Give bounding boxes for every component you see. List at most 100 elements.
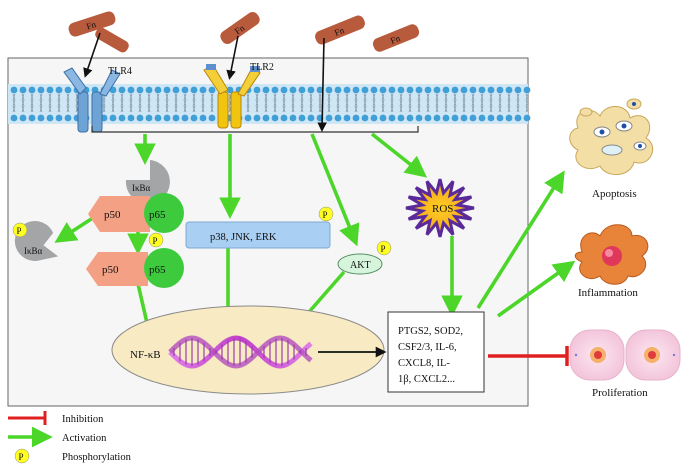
lipid-head (163, 114, 171, 122)
lipid-tail (372, 93, 376, 113)
lipid-tail (318, 93, 322, 113)
lipid-head (46, 114, 54, 122)
lipid-head (370, 86, 378, 94)
lipid-tail (381, 93, 385, 113)
lipid-head (406, 114, 414, 122)
lipid-head (514, 114, 522, 122)
ikba-bound-icon (125, 160, 170, 204)
lipid-head (433, 86, 441, 94)
lipid-tail (138, 93, 142, 113)
ikba-bound-label: IκBα (132, 183, 151, 193)
lipid-tail (12, 93, 16, 113)
lipid-tail (426, 93, 430, 113)
lipid-tail (525, 93, 529, 113)
lipid-tail (273, 93, 277, 113)
lipid-head (55, 86, 63, 94)
lipid-head (208, 114, 216, 122)
legend: Inhibition Activation P Phosphorylation (8, 411, 132, 464)
lipid-head (487, 86, 495, 94)
lipid-head (154, 114, 162, 122)
lipid-head (10, 114, 18, 122)
lipid-head (118, 114, 126, 122)
lipid-head (307, 86, 315, 94)
lipid-tail (327, 93, 331, 113)
lipid-head (199, 86, 207, 94)
lipid-tail (174, 93, 178, 113)
apoptotic-cell-icon (569, 98, 654, 175)
lipid-tail (102, 93, 106, 113)
lipid-head (415, 86, 423, 94)
lipid-tail (354, 93, 358, 113)
lipid-head (46, 86, 54, 94)
lipid-head (523, 114, 531, 122)
lipid-head (487, 114, 495, 122)
lipid-tail (489, 93, 493, 113)
lipid-head (460, 86, 468, 94)
lipid-tail (336, 93, 340, 113)
lipid-head (289, 114, 297, 122)
fn-bacterium-1: Fn (68, 11, 116, 37)
lipid-head (19, 86, 27, 94)
lipid-head (109, 114, 117, 122)
p65-bottom-label: p65 (149, 264, 166, 276)
lipid-tail (165, 93, 169, 113)
fn-to-tlr2-arrow (226, 35, 239, 80)
legend-phosphorylation-label: Phosphorylation (62, 452, 132, 463)
lipid-head (55, 114, 63, 122)
phospho-mark-ikba: P (12, 222, 28, 238)
genes-line-1: PTGS2, SOD2, (398, 326, 463, 337)
dividing-cells-icon (569, 329, 681, 381)
phospho-mark-akt: P (376, 240, 392, 256)
fn-label-1: Fn (85, 19, 98, 32)
lipid-head (388, 114, 396, 122)
lipid-head (271, 114, 279, 122)
lipid-tail (39, 93, 43, 113)
lipid-head (424, 114, 432, 122)
lipid-tail (507, 93, 511, 113)
lipid-head (19, 114, 27, 122)
tlr2-label: TLR2 (250, 62, 274, 73)
lipid-tail (345, 93, 349, 113)
akt-label: AKT (350, 260, 371, 271)
lipid-tail (246, 93, 250, 113)
lipid-head (433, 114, 441, 122)
genes-line-2: CSF2/3, IL-6, (398, 342, 457, 353)
lipid-head (280, 86, 288, 94)
fn-bacterium-2 (95, 27, 129, 53)
lipid-tail (264, 93, 268, 113)
lipid-head (352, 86, 360, 94)
lipid-head (469, 86, 477, 94)
lipid-head (181, 114, 189, 122)
svg-text:P: P (19, 452, 24, 462)
apoptosis-label: Apoptosis (592, 188, 637, 200)
lipid-head (298, 86, 306, 94)
fn-bacterium-4: Fn (315, 15, 365, 45)
lipid-head (10, 86, 18, 94)
lipid-head (280, 114, 288, 122)
lipid-head (424, 86, 432, 94)
tlr4-receptor-icon (63, 67, 121, 133)
lipid-tail (516, 93, 520, 113)
lipid-tail (201, 93, 205, 113)
lipid-head (325, 114, 333, 122)
p50-top-icon (88, 196, 150, 232)
lipid-head (379, 114, 387, 122)
lipid-tail (471, 93, 475, 113)
p65-top-icon (144, 193, 184, 233)
legend-phospho-icon (14, 448, 30, 464)
svg-text:P: P (17, 226, 22, 236)
lipid-tail (147, 93, 151, 113)
lipid-tail (210, 93, 214, 113)
lipid-tail (156, 93, 160, 113)
lipid-tail (291, 93, 295, 113)
phospho-mark-mapk: P (318, 206, 334, 222)
p50-bottom-icon (86, 252, 148, 286)
lipid-head (289, 86, 297, 94)
lipid-head (334, 86, 342, 94)
lipid-tail (75, 93, 79, 113)
lipid-head (172, 86, 180, 94)
lipid-head (37, 114, 45, 122)
arrow-to-apoptosis (476, 170, 565, 309)
ikba-released-label: IκBα (24, 246, 43, 256)
